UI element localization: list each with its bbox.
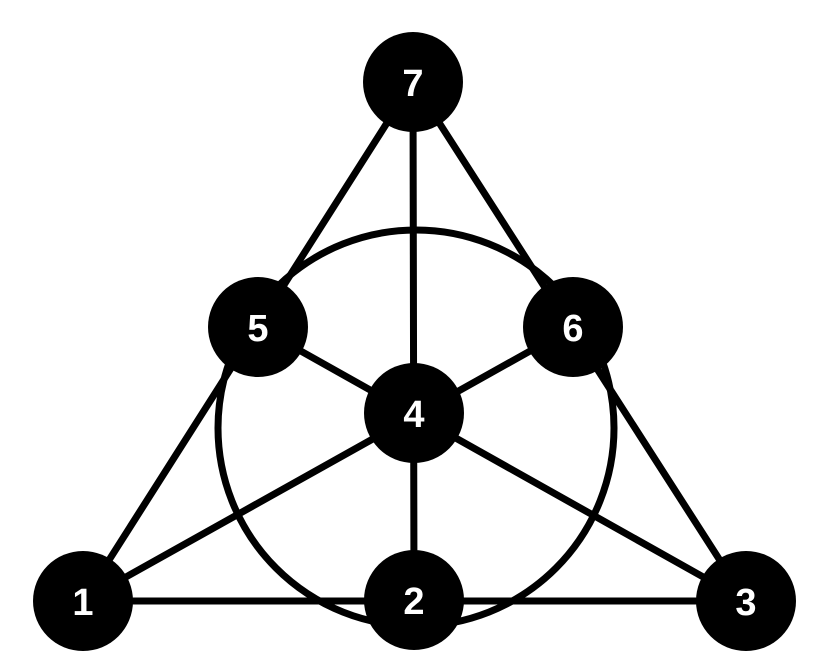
edges-layer: [79, 78, 750, 630]
node-2: 2: [364, 550, 464, 650]
node-3-label: 3: [735, 582, 756, 624]
node-4-circle: [364, 363, 464, 463]
node-1-circle: [33, 551, 133, 651]
node-6-circle: [523, 277, 623, 377]
line-1-4-6: [79, 323, 577, 605]
node-5: 5: [208, 277, 308, 377]
node-2-circle: [364, 550, 464, 650]
line-3-4-5: [254, 323, 750, 605]
node-5-circle: [208, 277, 308, 377]
node-1: 1: [33, 551, 133, 651]
node-5-label: 5: [247, 308, 268, 350]
node-2-label: 2: [403, 581, 424, 623]
node-6: 6: [523, 277, 623, 377]
node-4-label: 4: [403, 394, 424, 436]
nodes-layer: 7 5 6 4 1 2 3: [33, 32, 796, 651]
node-3: 3: [696, 551, 796, 651]
line-2-4-7: [409, 78, 418, 604]
node-7: 7: [363, 32, 463, 132]
node-7-circle: [363, 32, 463, 132]
node-1-label: 1: [72, 582, 93, 624]
node-6-label: 6: [562, 308, 583, 350]
node-4: 4: [364, 363, 464, 463]
node-7-label: 7: [402, 63, 423, 105]
node-3-circle: [696, 551, 796, 651]
